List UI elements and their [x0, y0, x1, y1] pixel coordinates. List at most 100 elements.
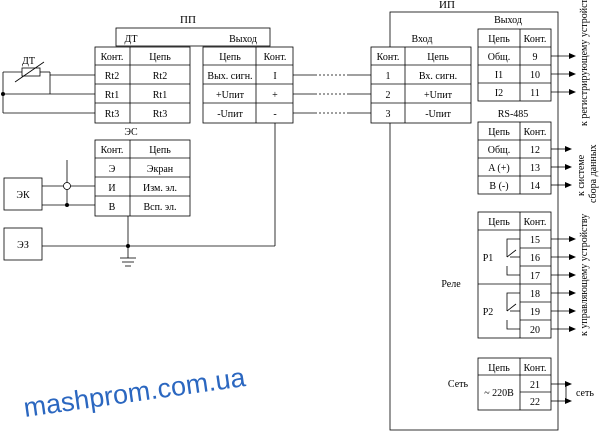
ip-input-row1-circuit: Вх. сигн.: [419, 71, 457, 82]
pp-dt-row1-contact: Rt2: [105, 71, 119, 82]
relay-arrows: [551, 236, 576, 332]
ip-title: ИП: [439, 0, 455, 11]
pp-es-row2-contact: И: [108, 183, 115, 194]
ip-rs485-row2-circuit: A (+): [488, 163, 509, 174]
ip-input-row2-contact: 2: [386, 90, 391, 101]
ip-output-row1-contact: 9: [533, 52, 538, 63]
ip-relay-side-label: к управляющему устройству: [579, 214, 590, 336]
ip-rs485-row1-circuit: Общ.: [488, 145, 511, 156]
ip-network-circuit: ~ 220В: [484, 388, 514, 399]
ip-relay-p1: Р1: [483, 253, 494, 264]
ip-network-table: Цепь Конт. ~ 220В 21 22: [477, 357, 552, 411]
pp-dt-row2-contact: Rt1: [105, 90, 119, 101]
ip-output-col-circuit: Цепь: [488, 34, 510, 45]
ip-output-row1-circuit: Общ.: [488, 52, 511, 63]
ip-output-row2-circuit: I1: [495, 70, 503, 81]
ip-rs485-side-label-1: к системе: [576, 154, 587, 196]
ip-rs485-row1-contact: 12: [530, 145, 540, 156]
ip-relay-contact-16: 16: [530, 253, 540, 264]
ip-relay-col-contact: Конт.: [524, 217, 547, 228]
ip-output-row2-contact: 10: [530, 70, 540, 81]
pp-output-row1-contact: I: [273, 71, 276, 82]
ip-input-col-circuit: Цепь: [427, 52, 449, 63]
pp-es-col-circuit: Цепь: [149, 145, 171, 156]
rs485-arrows: [551, 146, 572, 188]
pp-es-row2-circuit: Изм. эл.: [143, 183, 177, 194]
ip-frame: [389, 11, 559, 431]
pp-output-col-circuit: Цепь: [219, 52, 241, 63]
ip-input-row3-contact: 3: [386, 109, 391, 120]
ek-electrode: ЭК: [3, 160, 95, 211]
ip-rs485-table: RS-485 Цепь Конт. Общ. 12 A (+) 13 B (-)…: [477, 109, 552, 195]
ip-rs485-col-contact: Конт.: [524, 127, 547, 138]
ip-network-side-label: сеть: [576, 388, 594, 399]
ip-output-col-contact: Конт.: [524, 34, 547, 45]
ip-rs485-row2-contact: 13: [530, 163, 540, 174]
ip-relay-col-circuit: Цепь: [488, 217, 510, 228]
ip-rs485-col-circuit: Цепь: [488, 127, 510, 138]
pp-es-row1-contact: Э: [109, 164, 116, 175]
ip-rs485-side-label-2: сбора данных: [588, 144, 599, 203]
ip-input-col-contact: Конт.: [377, 52, 400, 63]
ip-relay-table: Цепь Конт. Р1 Р2 15 16 17 18 19 20: [477, 211, 552, 339]
ip-input-title: Вход: [412, 34, 433, 45]
ip-output-table: Выход Цепь Конт. Общ. 9 I1 10 I2 11: [477, 15, 552, 102]
pp-output-title: Выход: [229, 34, 257, 45]
ip-output-row3-circuit: I2: [495, 88, 503, 99]
pp-es-row3-circuit: Всп. эл.: [143, 202, 176, 213]
pp-output-row2-circuit: +Uпит: [216, 90, 245, 101]
ip-rs485-row3-circuit: B (-): [489, 181, 508, 192]
network-arrows: [551, 381, 572, 404]
ez-label: ЭЗ: [17, 240, 29, 251]
ip-output-row3-contact: 11: [530, 88, 540, 99]
pp-output-row3-contact: -: [273, 109, 276, 120]
ip-relay-contact-17: 17: [530, 271, 540, 282]
pp-output-row3-circuit: -Uпит: [217, 109, 243, 120]
pp-es-row3-contact: В: [109, 202, 116, 213]
ip-relay-contact-19: 19: [530, 307, 540, 318]
pp-dt-title: ДТ: [125, 34, 138, 45]
ip-relay-contact-20: 20: [530, 325, 540, 336]
ip-input-table: Вход Конт. Цепь 1 Вх. сигн. 2 +Uпит 3 -U…: [370, 34, 472, 124]
ip-network-label: Сеть: [448, 379, 469, 390]
ez-electrode: ЭЗ: [3, 227, 128, 261]
ip-network-col-circuit: Цепь: [488, 363, 510, 374]
pp-dt-row2-circuit: Rt1: [153, 90, 167, 101]
ground-icon: [120, 123, 276, 267]
ip-network-col-contact: Конт.: [524, 363, 547, 374]
pp-es-row1-circuit: Экран: [147, 164, 174, 175]
pp-es-title: ЭС: [124, 127, 138, 138]
ip-rs485-title: RS-485: [498, 109, 529, 120]
pp-dt-row3-circuit: Rt3: [153, 109, 167, 120]
pp-dt-table: ДТ Конт. Цепь Rt2 Rt2 Rt1 Rt1 Rt3 Rt3: [94, 34, 191, 124]
ip-relay-contact-18: 18: [530, 289, 540, 300]
ip-network-contact-22: 22: [530, 397, 540, 408]
pp-output-col-contact: Конт.: [264, 52, 287, 63]
ip-relay-contact-15: 15: [530, 235, 540, 246]
ip-relay-label: Реле: [441, 279, 461, 290]
thermistor-sensor: ДТ: [1, 56, 95, 114]
ip-input-row2-circuit: +Uпит: [424, 90, 453, 101]
pp-dt-row1-circuit: Rt2: [153, 71, 167, 82]
pp-es-table: ЭС Конт. Цепь Э Экран И Изм. эл. В Всп. …: [94, 127, 191, 217]
pp-output-row1-circuit: Вых. сигн.: [207, 71, 252, 82]
pp-dt-col-contact: Конт.: [101, 52, 124, 63]
output-arrows: [551, 53, 576, 95]
ip-output-title: Выход: [494, 15, 522, 26]
pp-es-col-contact: Конт.: [101, 145, 124, 156]
pp-header-frame: [115, 27, 271, 47]
ip-network-contact-21: 21: [530, 380, 540, 391]
ip-relay-p2: Р2: [483, 307, 494, 318]
pp-output-row2-contact: +: [272, 90, 278, 101]
ek-label: ЭК: [16, 190, 30, 201]
link-cables: [293, 74, 371, 114]
sensor-label: ДТ: [22, 56, 35, 67]
ip-input-row1-contact: 1: [386, 71, 391, 82]
watermark: mashprom.com.ua: [22, 362, 249, 423]
pp-dt-col-circuit: Цепь: [149, 52, 171, 63]
ip-output-side-label: к регистрирующему устройству: [579, 0, 590, 126]
ip-input-row3-circuit: -Uпит: [425, 109, 451, 120]
ip-rs485-row3-contact: 14: [530, 181, 540, 192]
pp-dt-row3-contact: Rt3: [105, 109, 119, 120]
